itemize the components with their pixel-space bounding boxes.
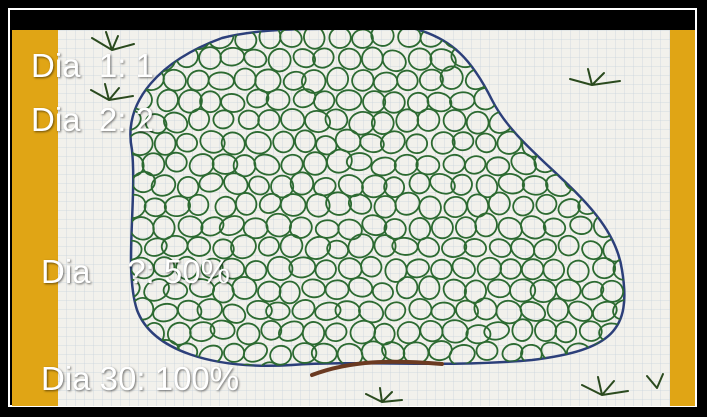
day-1-label: Dia 1: 1	[31, 49, 154, 82]
drawing-photo	[12, 30, 695, 406]
day-unknown-label: Dia ?: 50%	[41, 255, 230, 288]
day-2-label: Dia 2: 2	[31, 103, 154, 136]
day-30-label: Dia 30: 100%	[41, 362, 239, 395]
